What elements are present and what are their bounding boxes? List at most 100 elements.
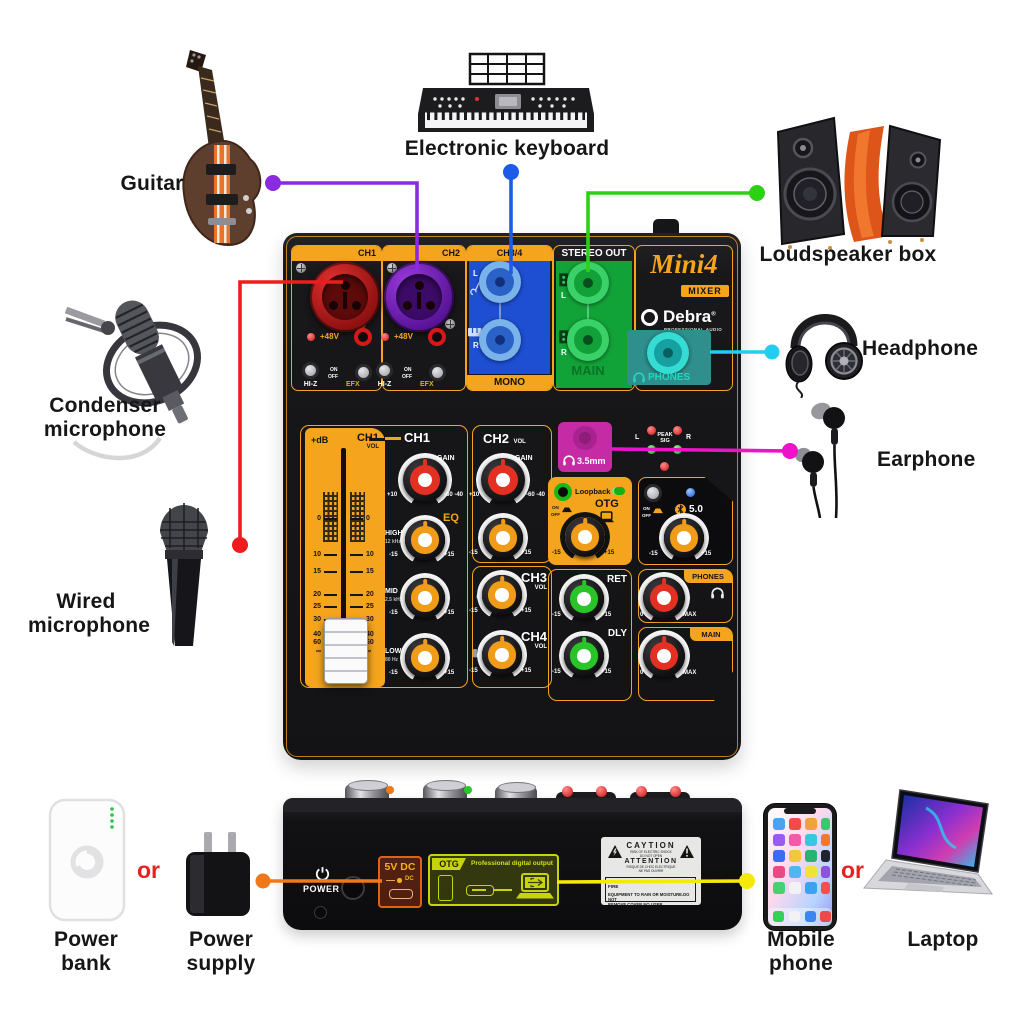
main-knob (638, 630, 690, 682)
power-icon (315, 867, 330, 881)
keyboard-label: Electronic keyboard (404, 137, 610, 160)
fader-tick: 10 (313, 551, 321, 558)
ch34-section-title: CH3/4 (467, 246, 552, 261)
ch2-hiz-button (376, 362, 393, 379)
dc-label: DC (405, 876, 414, 882)
rear-screw (314, 906, 327, 919)
eq-mid-freq: 2.5 kHz (385, 597, 403, 603)
stereo-jack-link (587, 301, 589, 327)
attention-sub1: RISQUE DE CHOC ELECTRIQUE (626, 865, 676, 869)
screw (445, 319, 455, 329)
electric-warning-icon (608, 845, 622, 858)
dc-input-section: 5V DC DC (378, 856, 422, 908)
wired-mic-label-line1: Wired (56, 590, 116, 613)
phones-jack (647, 332, 689, 374)
peak-led-left (647, 426, 656, 435)
wire-dot (749, 185, 765, 201)
guitar-icon (470, 282, 480, 296)
max-label: +15 (521, 668, 532, 674)
laptop-image (863, 789, 993, 895)
ch1-off-label: OFF (328, 374, 338, 380)
fader-tick: 15 (366, 568, 374, 575)
brand-tagline: PROFESSIONAL AUDIO (664, 327, 723, 332)
switch-icon (562, 507, 572, 513)
eq-high-freq: 12 kHz (385, 539, 401, 545)
fader-slot (341, 448, 346, 680)
tick-mark (324, 554, 337, 556)
stereo-main-label: MAIN (571, 363, 605, 378)
tick-mark (350, 571, 363, 573)
otg-desc: Professional digital output (471, 860, 553, 867)
zero-label: 0 (640, 670, 644, 676)
max-label: +15 (444, 610, 455, 616)
stereo-l-label: L (561, 291, 566, 300)
ch1-on-label: ON (330, 367, 338, 373)
wire-dot (232, 537, 248, 553)
ch4-jack (479, 319, 521, 361)
ch2-off-label: OFF (402, 374, 412, 380)
ch2-48v-led (381, 333, 389, 341)
maxcap-label: MAX (683, 670, 697, 676)
ret-dly-section: RET -15 +15 DLY -15 +15 (548, 569, 632, 701)
mixer-model-logo: Mini4 (650, 249, 718, 279)
ch2-48v-button (428, 328, 446, 346)
ch1-strip-box (300, 425, 468, 688)
attention-title: ATTENTION (624, 858, 678, 865)
stereo-out-title: STEREO OUT (561, 248, 627, 259)
fader-ch-label: CH1 VOL (356, 432, 379, 450)
min-label: -15 (469, 668, 478, 674)
brand-reg: ® (711, 311, 716, 318)
max-label: +15 (701, 551, 712, 557)
mixer-model-sub: MIXER (681, 285, 729, 297)
phones-tab: PHONES (684, 570, 732, 583)
ch2-on-label: ON (404, 367, 412, 373)
min-label: -15 (389, 552, 398, 558)
ch34-r-label: R (473, 341, 479, 350)
tick-mark (324, 594, 337, 596)
ch2-hiz-label: HI-Z (377, 381, 392, 388)
min-label: -15 (469, 608, 478, 614)
bluetooth-version: 5.0 (689, 504, 703, 515)
headphone-image (785, 314, 863, 398)
usb-port-icon (466, 885, 494, 896)
dc-led-row: DC (386, 876, 416, 883)
rear-jack-nub-green (464, 786, 472, 794)
rear-rca-red (670, 786, 681, 797)
phones-knob (638, 572, 690, 624)
fader-link-line2 (385, 437, 401, 440)
dly-knob (559, 631, 609, 681)
knob-ch1-header: CH1 (404, 430, 431, 445)
otg-tab: OTG (432, 858, 466, 870)
fader-tick: ∞ (316, 648, 321, 655)
ch1-hiz-button (302, 362, 319, 379)
phones-jack-label: PHONES (648, 372, 691, 383)
ch34-l-label: L (473, 269, 478, 278)
laptop-usb-icon (516, 873, 554, 899)
fader-tick: 10 (366, 551, 374, 558)
phone-icon (438, 875, 453, 901)
ch2-gain-label: GAIN (515, 455, 533, 462)
warning-line: REMOVE COVER NO USER SERVICEABLE (608, 901, 663, 906)
electronic-keyboard-image (418, 52, 594, 132)
fader-tick: 0 (366, 515, 370, 522)
ch1-gain-min: +10 (387, 492, 398, 498)
bt-on-label: ON (643, 506, 650, 511)
ret-label: RET (607, 574, 627, 585)
main-r-jack (567, 319, 609, 361)
bt-off-label: OFF (642, 513, 651, 518)
bluetooth-icon (675, 504, 686, 515)
main-level-section: MAIN 0 MAX (638, 627, 733, 701)
wire-dot (764, 344, 780, 360)
stereo-r-label: R (561, 348, 567, 357)
tick-mark (350, 606, 363, 608)
earphone-image (795, 402, 845, 518)
earphone-label: Earphone (877, 448, 976, 471)
dly-label: DLY (607, 628, 627, 639)
peak-label: PEAK (657, 432, 673, 438)
tick-mark (350, 518, 363, 520)
bluetooth-button (644, 484, 662, 502)
loopback-led (612, 487, 625, 495)
main-tab: MAIN (690, 628, 732, 641)
